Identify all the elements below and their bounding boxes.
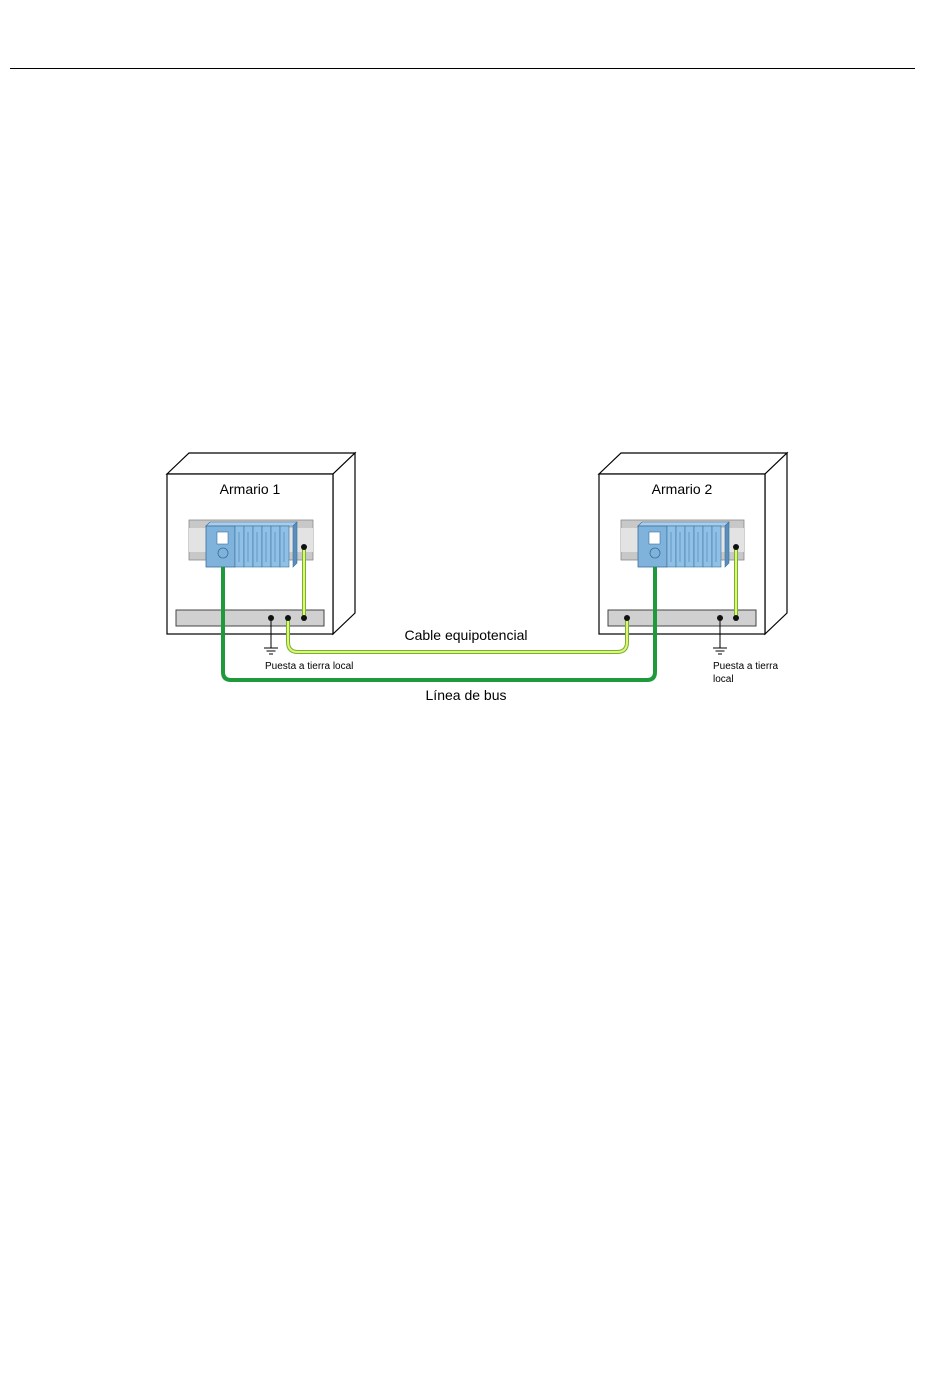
cabinet-2-bar-pe-terminal bbox=[733, 615, 739, 621]
cabinet-1-side bbox=[333, 453, 355, 634]
local-ground-2-label-line2: local bbox=[713, 674, 734, 685]
cabinet-1-rail-terminal bbox=[301, 544, 307, 550]
cabinet-1-label: Armario 1 bbox=[220, 481, 281, 497]
equipotential-cable-label: Cable equipotencial bbox=[405, 627, 528, 643]
cabinet-2-top bbox=[599, 453, 787, 474]
cabinet-1-bar-pe-terminal bbox=[301, 615, 307, 621]
cabinet-2-side bbox=[765, 453, 787, 634]
cabinet-1-bar-ground-terminal bbox=[268, 615, 274, 621]
cabinet-1-top bbox=[167, 453, 355, 474]
cabinet-1-plc bbox=[206, 522, 297, 567]
cabinet-1: Armario 1 bbox=[167, 453, 355, 634]
cabinet-2-rail-terminal bbox=[733, 544, 739, 550]
cabinet-2: Armario 2 bbox=[599, 453, 787, 634]
cabinet-2-bar-ground-terminal bbox=[717, 615, 723, 621]
cabinet-2-label: Armario 2 bbox=[652, 481, 713, 497]
cabinet-2-bar-equip-terminal bbox=[624, 615, 630, 621]
local-ground-2-label-line1: Puesta a tierra bbox=[713, 661, 778, 672]
bus-line-label: Línea de bus bbox=[426, 687, 507, 703]
cabinet-1-bar-equip-terminal bbox=[285, 615, 291, 621]
local-ground-1-label: Puesta a tierra local bbox=[265, 661, 353, 672]
cabinet-2-plc bbox=[638, 522, 729, 567]
